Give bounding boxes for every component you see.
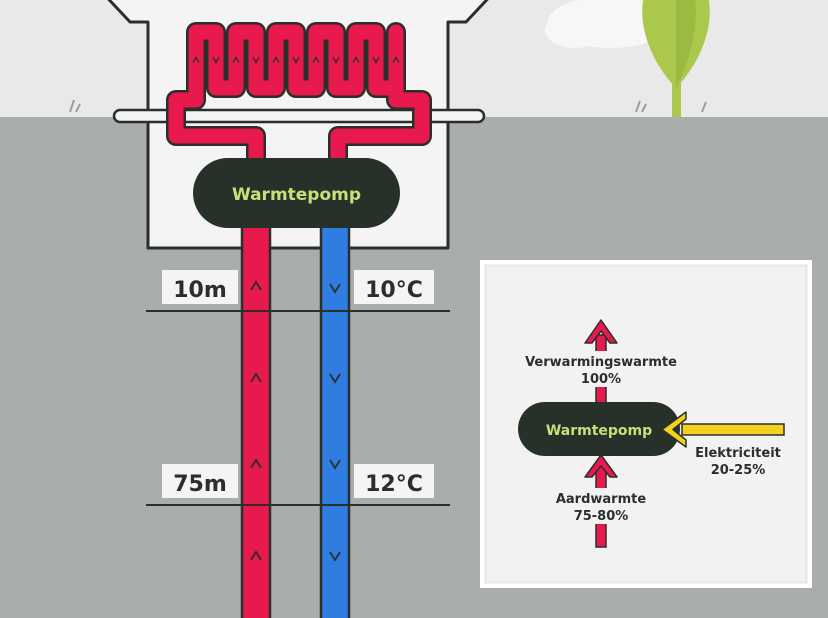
ground-heat-name: Aardwarmte [556, 492, 647, 507]
inset-heat-pump-label: Warmtepomp [546, 423, 652, 439]
coil-flow-chevron-icon [192, 56, 200, 63]
hot-pipe [240, 223, 272, 618]
cold-pipe-down-arrows [329, 283, 341, 562]
electricity-name: Elektriciteit [695, 446, 781, 461]
coil-flow-chevron-icon [212, 57, 220, 64]
depth-label: 75m [173, 472, 227, 497]
coil-flow-chevron-icon [312, 56, 320, 63]
output-name: Verwarmingswarmte [525, 355, 677, 370]
coil-flow-chevron-icon [232, 56, 240, 63]
coil-flow-chevron-icon [292, 57, 300, 64]
heat-pump-label: Warmtepomp [232, 185, 361, 205]
down-chevron-icon [329, 373, 341, 384]
depth-marker-75m: 75m 12°C [146, 464, 450, 506]
coil-flow-chevron-icon [252, 57, 260, 64]
heat-pump: Warmtepomp [193, 158, 400, 228]
depth-marker-10m: 10m 10°C [146, 270, 450, 312]
coil-flow-chevron-icon [392, 56, 400, 63]
up-chevron-icon [250, 458, 262, 469]
down-chevron-icon [329, 283, 341, 294]
coil-flow-chevron-icon [332, 57, 340, 64]
up-chevron-icon [250, 280, 262, 291]
output-value: 100% [581, 372, 621, 387]
grass-icon [69, 99, 707, 113]
inset-heat-pump [518, 402, 680, 456]
tree-icon [642, 0, 710, 118]
temperature-label: 12°C [365, 472, 423, 497]
temperature-label: 10°C [365, 278, 423, 303]
depth-label: 10m [173, 278, 227, 303]
down-chevron-icon [329, 459, 341, 470]
electricity-value: 20-25% [711, 463, 766, 478]
hot-pipe-up-arrows [250, 280, 262, 561]
ground-heat-value: 75-80% [574, 509, 629, 524]
electricity-input-arrow [661, 411, 785, 448]
coil-flow-chevron-icon [272, 56, 280, 63]
floor-heating-coil [166, 22, 432, 168]
up-chevron-icon [250, 372, 262, 383]
up-chevron-icon [250, 550, 262, 561]
cloud-icon [545, 0, 672, 48]
down-chevron-icon [329, 551, 341, 562]
coil-flow-chevron-icon [372, 57, 380, 64]
coil-flow-chevron-icon [352, 56, 360, 63]
energy-balance-inset: Verwarmingswarmte 100% Warmtepomp Elektr… [480, 260, 812, 588]
